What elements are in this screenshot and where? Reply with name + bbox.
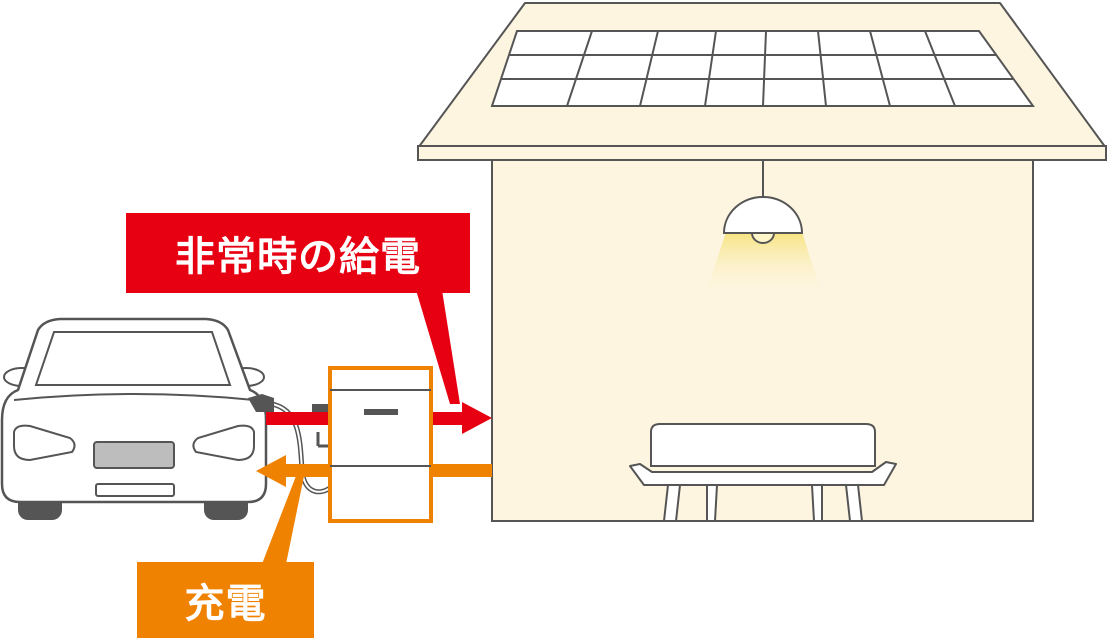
solar-panel-icon <box>490 30 1035 107</box>
v2h-charger-icon <box>328 366 433 523</box>
charging-label: 充電 <box>184 581 267 627</box>
charge-label-bg <box>137 562 314 638</box>
emergency-supply-label: 非常時の給電 <box>175 234 421 280</box>
emergency-label-bg <box>126 213 470 293</box>
lamp-glow <box>705 232 822 296</box>
car-icon <box>0 317 274 520</box>
pendant-lamp-icon <box>705 160 822 296</box>
bench-icon <box>629 423 897 522</box>
house-eave <box>417 145 1107 161</box>
